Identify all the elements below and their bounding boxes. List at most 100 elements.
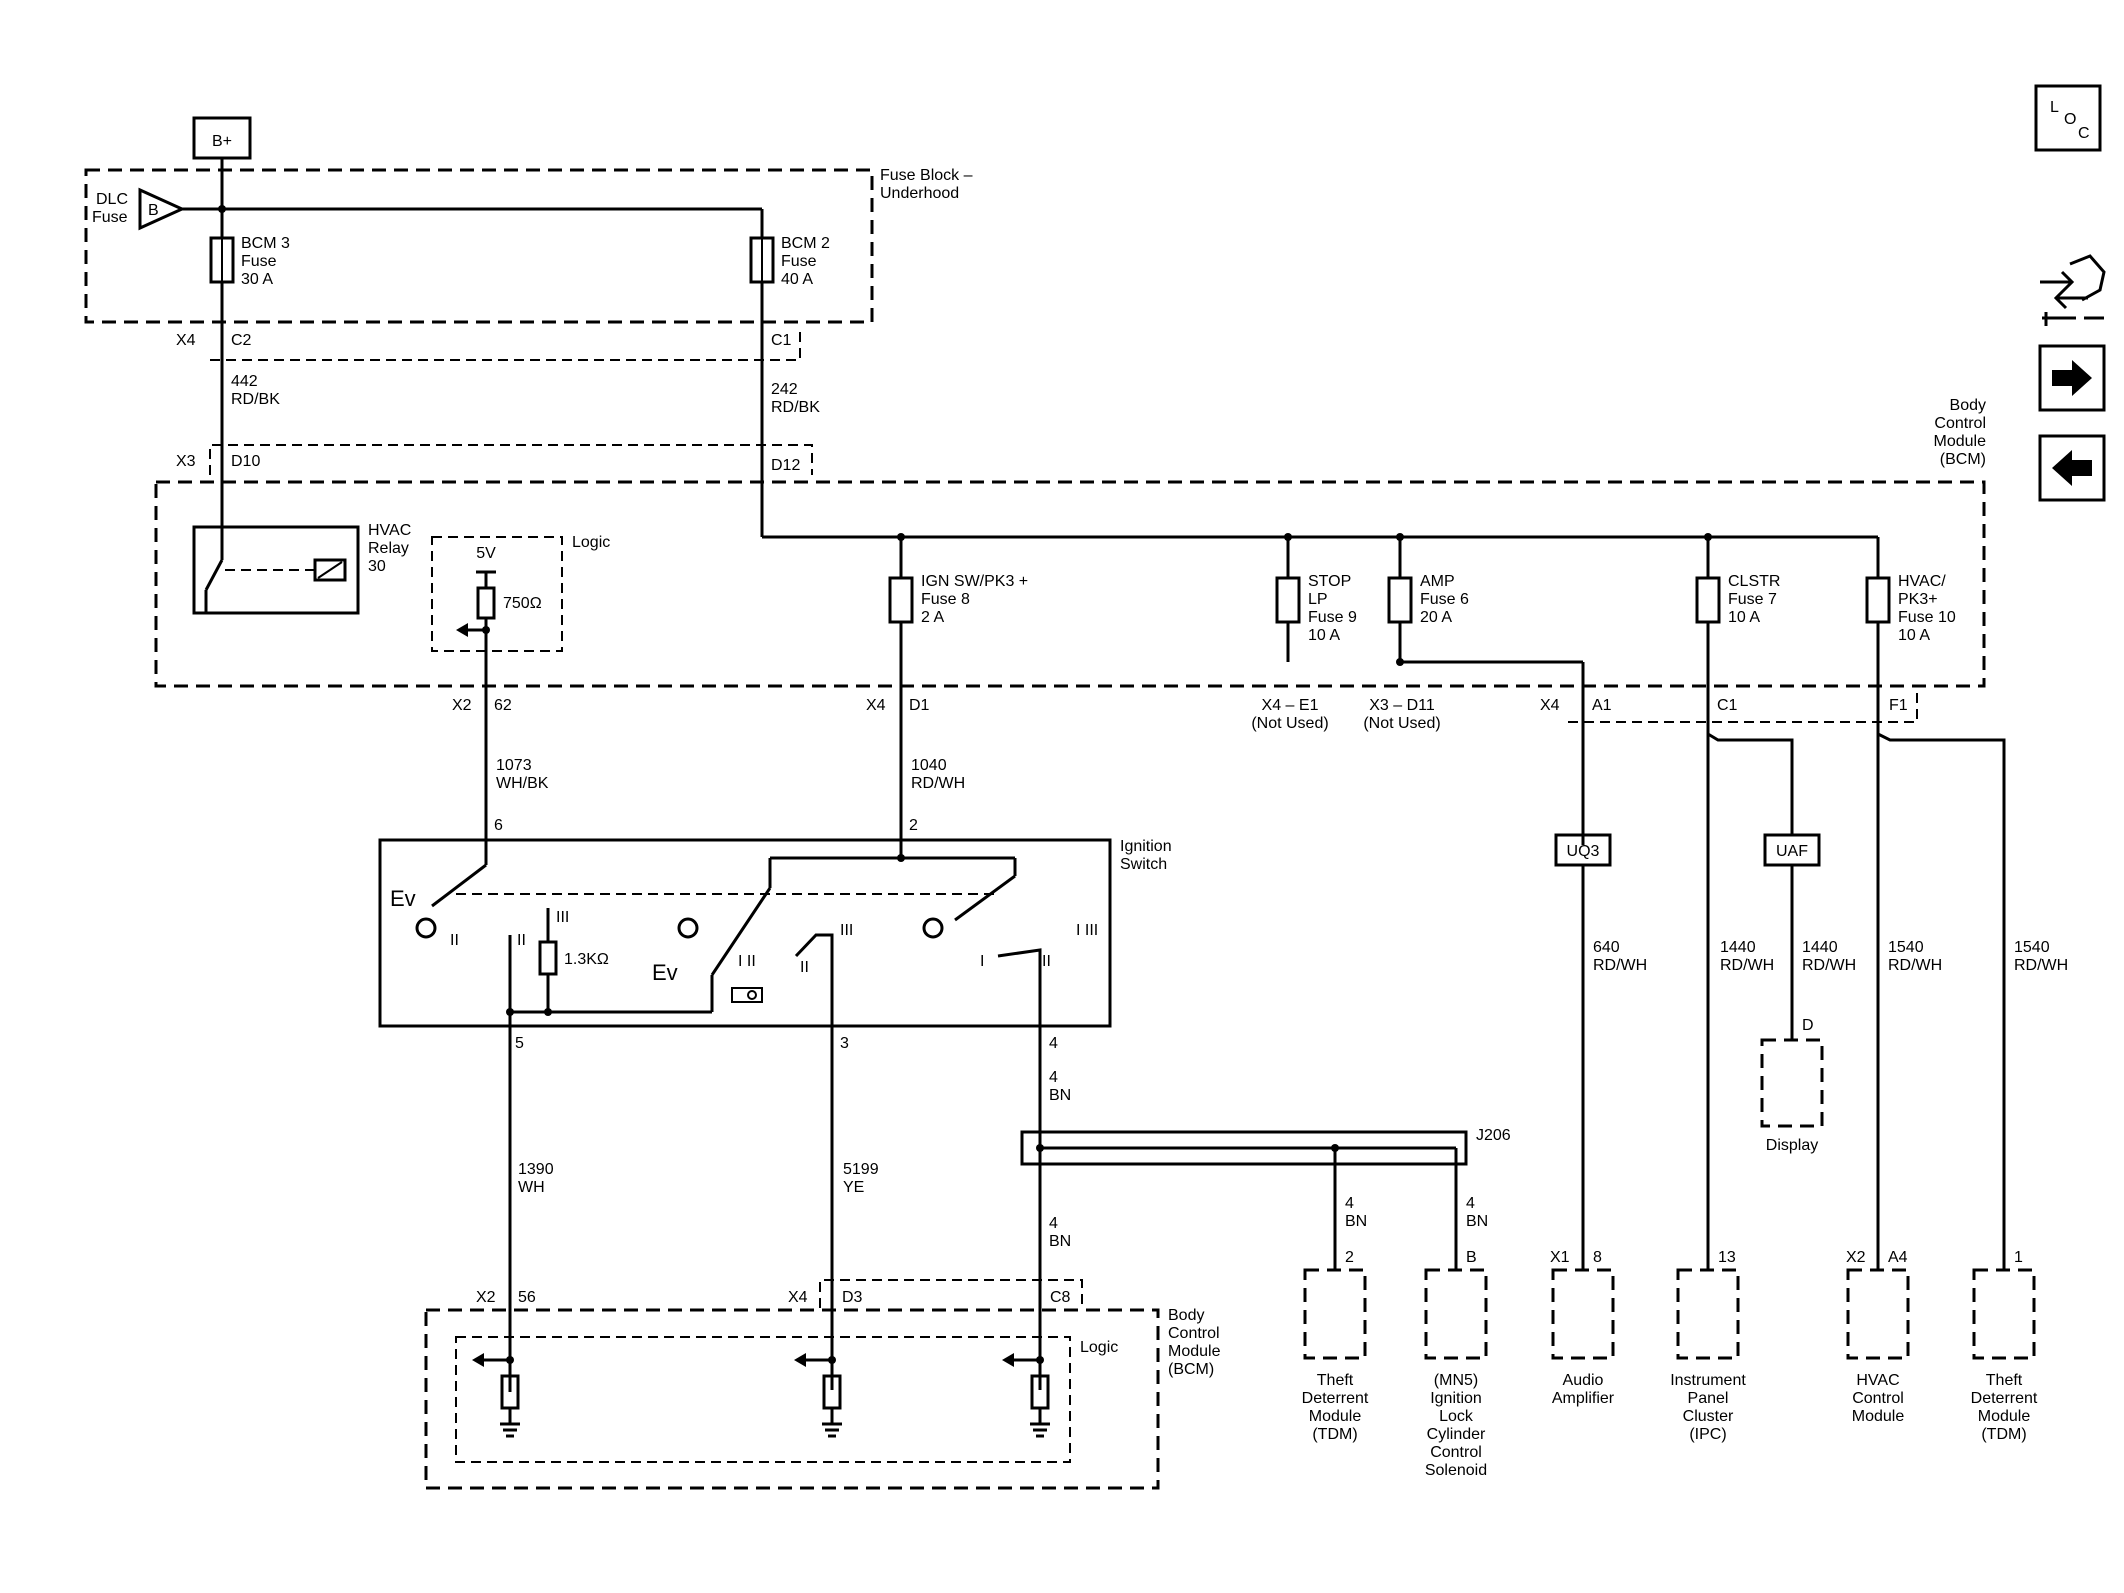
fuse-block-x4-connector <box>210 330 801 361</box>
switch-1-contact <box>415 917 437 939</box>
svg-text:Audio: Audio <box>1563 1372 1604 1389</box>
svg-text:(MN5): (MN5) <box>1434 1372 1478 1389</box>
svg-text:Ignition: Ignition <box>1430 1390 1482 1407</box>
splice-j206-label: J206 <box>1476 1127 1511 1144</box>
bcm-bottom-x4: X4 <box>788 1289 808 1306</box>
wire-1440a-color: RD/WH <box>1720 957 1774 974</box>
stop-fuse-rating: 10 A <box>1308 627 1340 644</box>
wire-1440b-number: 1440 <box>1802 939 1838 956</box>
fuse-block-c1: C1 <box>771 332 792 349</box>
next-page-button[interactable] <box>2038 344 2106 412</box>
resistor-750-label: 750Ω <box>503 595 542 612</box>
svg-text:Amplifier: Amplifier <box>1552 1390 1615 1407</box>
ignition-pin-6: 6 <box>494 817 503 834</box>
bcm-top-title-1: Body <box>1950 397 1986 414</box>
amp-fuse-rating: 20 A <box>1420 609 1452 626</box>
connector-tool-icon[interactable] <box>2040 254 2106 326</box>
hvac-fuse-label-1: HVAC/ <box>1898 573 1946 590</box>
svg-text:Instrument: Instrument <box>1670 1372 1746 1389</box>
key-icon-1: Ev <box>390 886 416 911</box>
wire-5199-number: 5199 <box>843 1161 879 1178</box>
bcm-x3: X3 <box>176 453 196 470</box>
bcm-top-title-4: (BCM) <box>1940 451 1986 468</box>
module-hvac-control: X2 A4 HVAC Control Module <box>1846 1249 1910 1425</box>
ignition-pin-4: 4 <box>1049 1035 1058 1052</box>
switch-4-pos-ii: II <box>800 959 809 976</box>
wire-1540-branch <box>1877 732 2006 1270</box>
ignition-switch-title-1: Ignition <box>1120 838 1172 855</box>
svg-text:Module: Module <box>1309 1408 1362 1425</box>
stop-fuse-label-2: LP <box>1308 591 1328 608</box>
connector-uaf-label: UAF <box>1776 843 1808 860</box>
clstr-fuse <box>1695 576 1721 624</box>
module-tdm-2: 1 Theft Deterrent Module (TDM) <box>1971 1249 2038 1443</box>
dlc-fuse-connector <box>138 187 186 231</box>
previous-page-button[interactable] <box>2038 434 2106 502</box>
logic-5v-label: 5V <box>476 545 496 562</box>
bcm-x2: X2 <box>452 697 472 714</box>
hvac-fuse-number: Fuse 10 <box>1898 609 1956 626</box>
loc-c: C <box>2078 125 2090 142</box>
bcm3-fuse-type: Fuse <box>241 253 277 270</box>
wire-4bn-b-color: BN <box>1049 1233 1071 1250</box>
switch-2-pos-iii: III <box>556 909 569 926</box>
hvac-relay-rating: 30 <box>368 558 386 575</box>
clstr-fuse-label: CLSTR <box>1728 573 1780 590</box>
clstr-fuse-rating: 10 A <box>1728 609 1760 626</box>
bcm-d10: D10 <box>231 453 260 470</box>
wire-1073-number: 1073 <box>496 757 532 774</box>
wire-4bn-b-number: 4 <box>1049 1215 1058 1232</box>
bcm2-fuse-rating: 40 A <box>781 271 813 288</box>
bcm-input-56 <box>472 1353 520 1438</box>
wire-242-color: RD/BK <box>771 399 820 416</box>
module-tdm-1: 2 Theft Deterrent Module (TDM) <box>1302 1249 1369 1443</box>
ign-sw-fuse <box>888 576 914 624</box>
wire-442-number: 442 <box>231 373 258 390</box>
ignition-pin-5: 5 <box>515 1035 524 1052</box>
bcm-pin-c1: C1 <box>1717 697 1738 714</box>
wire-242-number: 242 <box>771 381 798 398</box>
bcm-d11-not-used: (Not Used) <box>1363 715 1440 732</box>
ignition-pin-2: 2 <box>909 817 918 834</box>
svg-text:(IPC): (IPC) <box>1689 1426 1726 1443</box>
location-button[interactable]: L O C <box>2034 84 2102 152</box>
wire-1040-color: RD/WH <box>911 775 965 792</box>
svg-text:8: 8 <box>1593 1249 1602 1266</box>
svg-text:Solenoid: Solenoid <box>1425 1462 1487 1479</box>
switch-3-pos: I II <box>738 953 756 970</box>
wire-1073-color: WH/BK <box>496 775 549 792</box>
bcm-x4-right-connector <box>1568 692 1918 723</box>
svg-text:Theft: Theft <box>1986 1372 2023 1389</box>
wire-1540b-color: RD/WH <box>2014 957 2068 974</box>
wire-5199-branch <box>794 933 834 1390</box>
svg-text:Panel: Panel <box>1688 1390 1729 1407</box>
hvac-fuse <box>1865 576 1891 624</box>
wire-1390-color: WH <box>518 1179 545 1196</box>
bcm-logic-5v <box>431 536 563 652</box>
svg-text:1: 1 <box>2014 1249 2023 1266</box>
svg-text:X1: X1 <box>1550 1249 1570 1266</box>
switch-5-pos-i: I <box>980 953 984 970</box>
bcm-pin-a1: A1 <box>1592 697 1612 714</box>
switch-2-pos-ii: II <box>517 932 526 949</box>
wire-1540a-color: RD/WH <box>1888 957 1942 974</box>
display-pin-d: D <box>1802 1017 1814 1034</box>
bcm-bottom-block <box>424 1308 1160 1490</box>
amp-fuse <box>1387 576 1413 624</box>
wire-4bn-c-color: BN <box>1345 1213 1367 1230</box>
hvac-relay <box>192 525 360 615</box>
bcm-top-block <box>154 480 1986 688</box>
svg-text:A4: A4 <box>1888 1249 1908 1266</box>
svg-text:Deterrent: Deterrent <box>1302 1390 1369 1407</box>
svg-text:Theft: Theft <box>1317 1372 1354 1389</box>
wire-1440-branch <box>1707 732 1794 835</box>
loc-o: O <box>2064 111 2076 128</box>
dlc-label-2: Fuse <box>92 209 128 226</box>
key-symbol <box>731 987 763 1003</box>
stop-fuse-label-1: STOP <box>1308 573 1351 590</box>
wire-4bn-branch <box>997 948 1042 1180</box>
bcm-input-d3 <box>794 1353 842 1438</box>
wire-4bn-a-number: 4 <box>1049 1069 1058 1086</box>
dlc-pin: B <box>148 202 159 219</box>
bcm-d11: X3 – D11 <box>1369 697 1435 714</box>
